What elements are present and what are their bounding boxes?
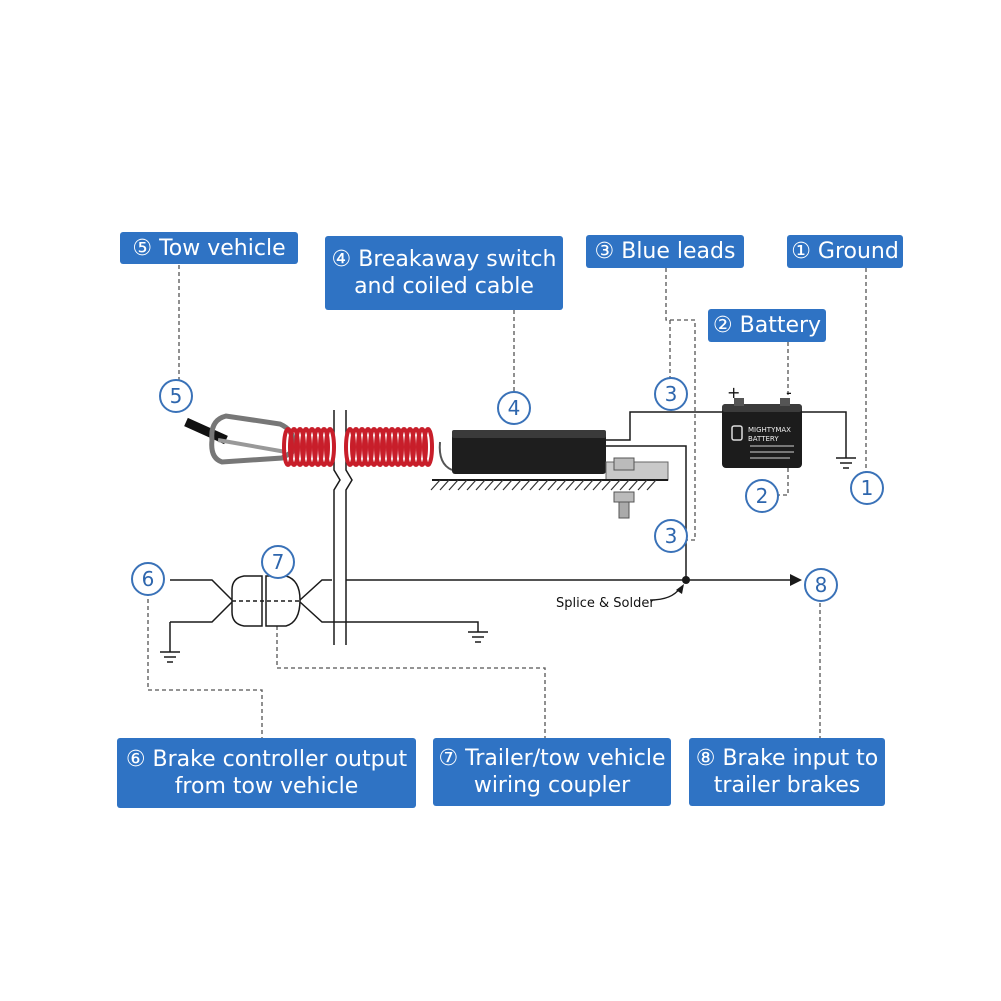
hatch-mark [457,479,468,491]
marker-6: 6 [131,562,165,596]
hatch-mark [556,479,567,491]
splice-solder-note: Splice & Solder [556,596,655,611]
battery-brand-line1: MIGHTYMAX [748,426,791,434]
splice-pointer-head [676,584,684,594]
hatch-mark [511,479,522,491]
hatch-mark [502,479,513,491]
hatch-mark [601,479,612,491]
label-ground: ① Ground [787,235,903,268]
wire-trailer-ground [299,601,479,632]
leader-3 [665,268,696,541]
label-breakaway-line2: and coiled cable [354,274,534,299]
marker-4: 4 [497,391,531,425]
marker-1: 1 [850,471,884,505]
hatch-mark [592,479,603,491]
hatch-mark [574,479,585,491]
battery-minus-sign: - [786,383,792,402]
marker-3-lower: 3 [654,519,688,553]
break-marks [333,410,353,645]
wires [169,411,847,652]
label-brake-input-line2: trailer brakes [713,773,861,798]
coiled-cable [282,427,434,467]
hatch-mark [484,479,495,491]
hatch-mark [520,479,531,491]
label-ground-text: ① Ground [791,239,899,264]
marker-7: 7 [261,545,295,579]
label-coupler: ⑦ Trailer/tow vehicle wiring coupler [433,738,671,806]
ground-symbols [160,457,856,663]
label-coupler-line2: wiring coupler [473,773,631,798]
hatch-mark [565,479,576,491]
label-battery: ② Battery [708,309,826,342]
wire-coupler-out-top [299,579,332,601]
hatch-mark [646,479,657,491]
hatch-mark [637,479,648,491]
wire-battery-to-ground [790,411,847,458]
coil-loop [324,427,336,467]
wire-controller-ground [170,601,233,623]
label-tow-vehicle-text: ⑤ Tow vehicle [132,235,286,261]
label-brake-controller-line2: from tow vehicle [174,774,359,799]
label-breakaway-switch: ④ Breakaway switch and coiled cable [325,236,563,310]
label-blue-leads: ③ Blue leads [586,235,744,268]
hatch-mark [529,479,540,491]
marker-2: 2 [745,479,779,513]
label-brake-controller-line1: ⑥ Brake controller output [125,747,408,772]
hatch-mark [475,479,486,491]
leader-7 [276,570,546,738]
ground-symbol-battery [836,457,856,469]
battery-icon [731,425,743,441]
hatch-mark [448,479,459,491]
hatch-mark [439,479,450,491]
label-breakaway-line1: ④ Breakaway switch [331,247,557,272]
carabiner [184,413,296,465]
splice-point [682,576,690,584]
marker-8: 8 [804,568,838,602]
label-brake-input: ⑧ Brake input to trailer brakes [689,738,885,806]
battery-plus-sign: + [727,383,741,402]
hatch-mark [547,479,558,491]
label-brake-input-line1: ⑧ Brake input to [695,746,879,771]
hatch-mark [583,479,594,491]
coil-loop [422,427,434,467]
mounting-surface [430,479,668,491]
wire-switch-to-battery [606,411,730,441]
breakaway-switch [438,430,669,519]
marker-5: 5 [159,379,193,413]
hatch-mark [466,479,477,491]
hatch-mark [619,479,630,491]
hatch-mark [430,479,441,491]
hatch-mark [610,479,621,491]
battery: MIGHTYMAX BATTERY [722,398,802,468]
label-tow-vehicle: ⑤ Tow vehicle [120,232,298,264]
hatch-mark [538,479,549,491]
ground-symbol-left [160,651,180,663]
leader-6 [147,592,263,738]
label-coupler-line1: ⑦ Trailer/tow vehicle [438,746,666,771]
marker-3-upper: 3 [654,377,688,411]
arrow-head [790,574,802,586]
leader-2 [778,342,789,496]
coupler-connector [231,575,301,627]
wire-controller-in [170,579,233,601]
label-blue-leads-text: ③ Blue leads [594,239,736,264]
hatch-mark [628,479,639,491]
hatch-mark [493,479,504,491]
label-battery-text: ② Battery [712,313,822,338]
battery-brand-line2: BATTERY [748,435,779,443]
ground-symbol-trailer [468,631,488,643]
label-brake-controller: ⑥ Brake controller output from tow vehic… [117,738,416,808]
